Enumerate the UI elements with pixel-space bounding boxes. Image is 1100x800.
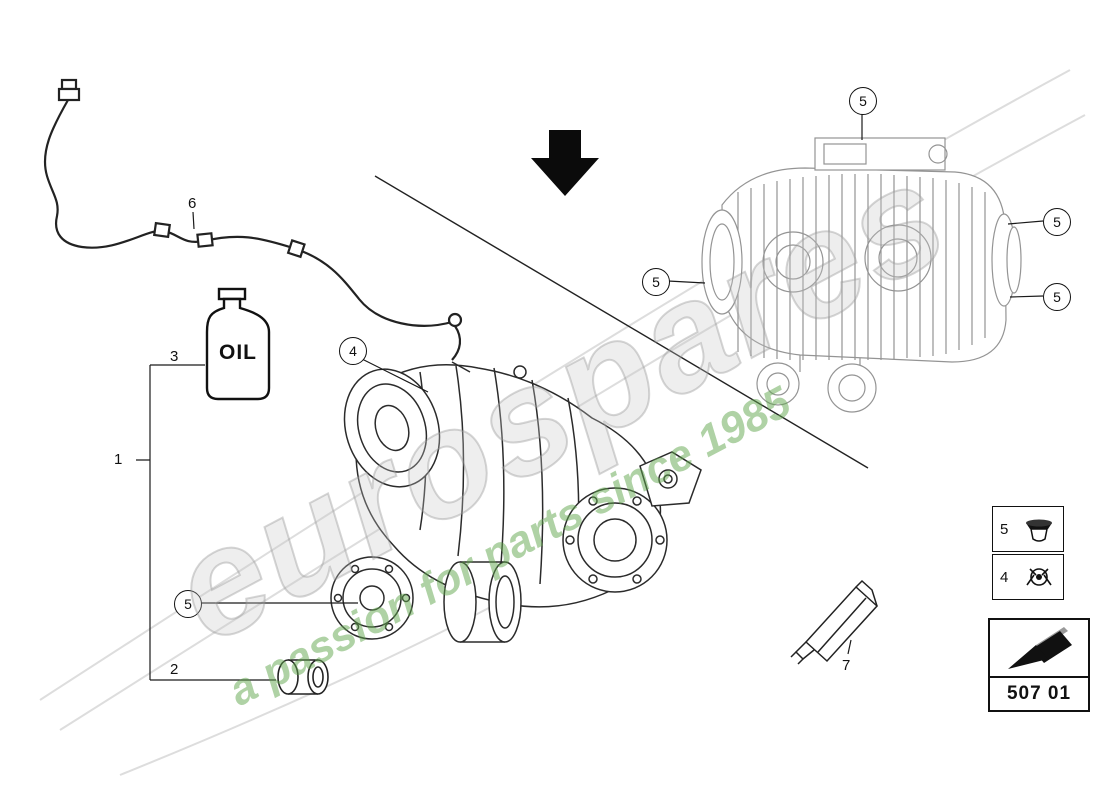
callout-4[interactable]: 4: [339, 337, 367, 365]
callout-6[interactable]: 6: [188, 195, 197, 212]
part-code: 507 01: [1006, 683, 1072, 704]
diagonal-divider-line: [374, 175, 869, 469]
direction-arrow-icon: [531, 130, 599, 196]
callout-2[interactable]: 2: [170, 661, 179, 678]
legend-item-4-label: 4: [1000, 568, 1009, 586]
callout-3[interactable]: 3: [170, 348, 179, 365]
sealant-tube-illustration: [790, 579, 879, 665]
reference-arrow-icon: [1008, 627, 1072, 669]
grommet-plug-icon: [1026, 519, 1052, 542]
legend-item-5[interactable]: 5: [992, 506, 1064, 552]
bushing-illustration: [277, 659, 329, 695]
main-differential-illustration: [330, 361, 702, 643]
part-code-box: 507 01: [988, 618, 1090, 712]
legend-item-4[interactable]: 4: [992, 554, 1064, 600]
legend-item-5-label: 5: [1000, 520, 1009, 538]
callout-1[interactable]: 1: [114, 451, 123, 468]
oil-bottle-illustration: [205, 287, 271, 401]
oil-bottle-label: OIL: [219, 341, 257, 364]
clamp-icon: [1026, 568, 1052, 586]
breather-hose-illustration: [43, 78, 463, 361]
secondary-differential-illustration: [701, 137, 1022, 413]
callout-5-right-upper[interactable]: 5: [1043, 208, 1071, 236]
callout-5-top-of-secondary[interactable]: 5: [849, 87, 877, 115]
callout-7[interactable]: 7: [842, 657, 851, 674]
callout-5-left-of-secondary[interactable]: 5: [642, 268, 670, 296]
callout-5-lower-left[interactable]: 5: [174, 590, 202, 618]
leader-lines: [136, 113, 1044, 681]
callout-5-right-lower[interactable]: 5: [1043, 283, 1071, 311]
code-box-icon-area: [990, 620, 1088, 678]
